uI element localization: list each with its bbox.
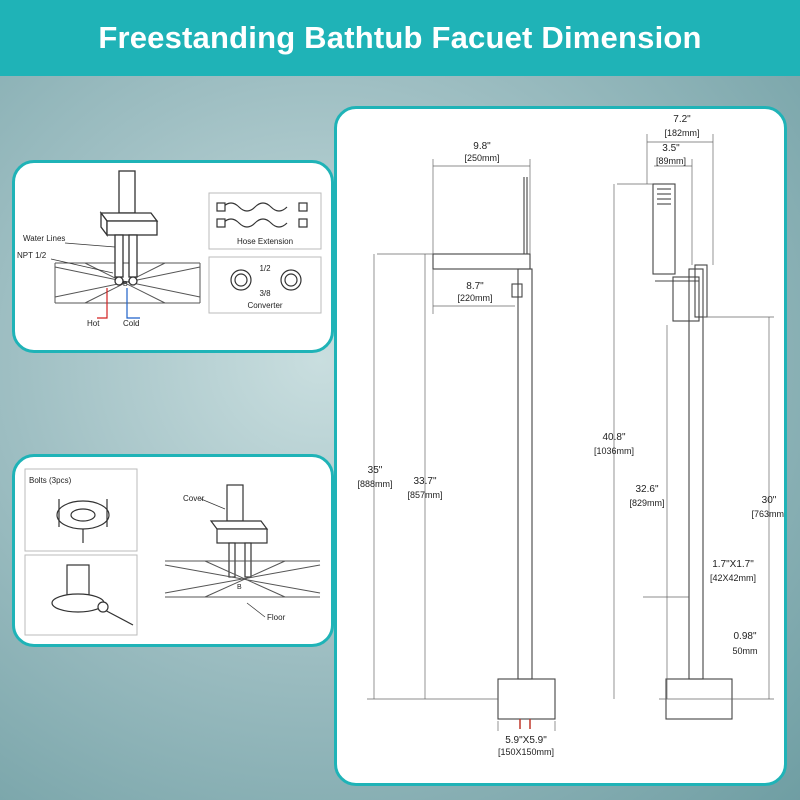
installation-diagram: Water Lines NPT 1/2 B Hot Cold Hose Exte… (17, 170, 322, 328)
bolts-label: Bolts (3pcs) (29, 476, 72, 485)
reach-mm: [220mm] (457, 293, 492, 303)
cover-drawing (209, 484, 269, 578)
tube-size-inch: 1.7"X1.7" (712, 559, 754, 570)
cold-label: Cold (123, 319, 139, 328)
b-mark: B (123, 281, 128, 288)
wrench-icon (51, 564, 134, 626)
three-eighths-label: 3/8 (259, 289, 271, 298)
floor-grid (164, 560, 321, 598)
hose-icon (216, 202, 308, 228)
side-total-mm: [1036mm] (594, 446, 634, 456)
floor-label: Floor (267, 613, 286, 622)
cold-line (126, 288, 140, 319)
dimension-drawing: 9.8" [250mm] 8.7" [220mm] 35" [888mm] 33… (357, 114, 784, 757)
tube-size-mm: [42X42mm] (710, 573, 756, 583)
side-view (652, 183, 733, 720)
total-height-inch: 35" (368, 465, 383, 476)
converter-box (208, 256, 322, 314)
b-mark: B (237, 584, 242, 591)
converter-icon (230, 269, 302, 291)
npt-label: NPT 1/2 (17, 251, 47, 260)
half-inch-label: 1/2 (259, 264, 271, 273)
base-size-inch: 5.9"X5.9" (505, 735, 547, 746)
supply-pipes (519, 719, 531, 729)
page-title: Freestanding Bathtub Facuet Dimension (98, 20, 702, 55)
side-spout-mm: [829mm] (629, 498, 664, 508)
front-dimension-lines (367, 159, 556, 731)
installation-panel: Water Lines NPT 1/2 B Hot Cold Hose Exte… (12, 160, 334, 353)
side-spout-inch: 32.6" (635, 484, 658, 495)
mounting-diagram: Bolts (3pcs) (24, 468, 321, 636)
total-height-mm: [888mm] (357, 479, 392, 489)
bolts-ring-icon (56, 499, 110, 543)
side-width-inch: 7.2" (673, 114, 691, 125)
hot-line (97, 288, 108, 319)
lever-height-inch: 30" (762, 495, 777, 506)
hot-label: Hot (87, 319, 100, 328)
base-size-mm: [150X150mm] (498, 747, 554, 757)
side-total-inch: 40.8" (602, 432, 625, 443)
mounting-panel: Bolts (3pcs) (12, 454, 334, 647)
faucet-base-drawing (99, 170, 159, 286)
side-width-mm: [182mm] (664, 128, 699, 138)
spout-height-inch: 33.7" (413, 476, 436, 487)
base-height-inch: 0.98" (733, 631, 756, 642)
hose-extension-label: Hose Extension (237, 237, 293, 246)
base-height-mm: 50mm (732, 646, 757, 656)
spout-height-mm: [857mm] (407, 490, 442, 500)
handle-mm: [89mm] (656, 156, 686, 166)
lever-height-mm: [763mm] (751, 509, 784, 519)
side-dimension-lines (613, 134, 774, 700)
water-lines-label: Water Lines (23, 234, 65, 243)
spout-width-mm: [250mm] (464, 153, 499, 163)
handle-inch: 3.5" (662, 143, 680, 154)
dimension-panel: 9.8" [250mm] 8.7" [220mm] 35" [888mm] 33… (334, 106, 787, 786)
spout-width-inch: 9.8" (473, 141, 491, 152)
cover-label: Cover (183, 494, 205, 503)
front-view (432, 177, 556, 720)
title-banner: Freestanding Bathtub Facuet Dimension (0, 0, 800, 76)
reach-inch: 8.7" (466, 281, 484, 292)
converter-label: Converter (247, 301, 282, 310)
